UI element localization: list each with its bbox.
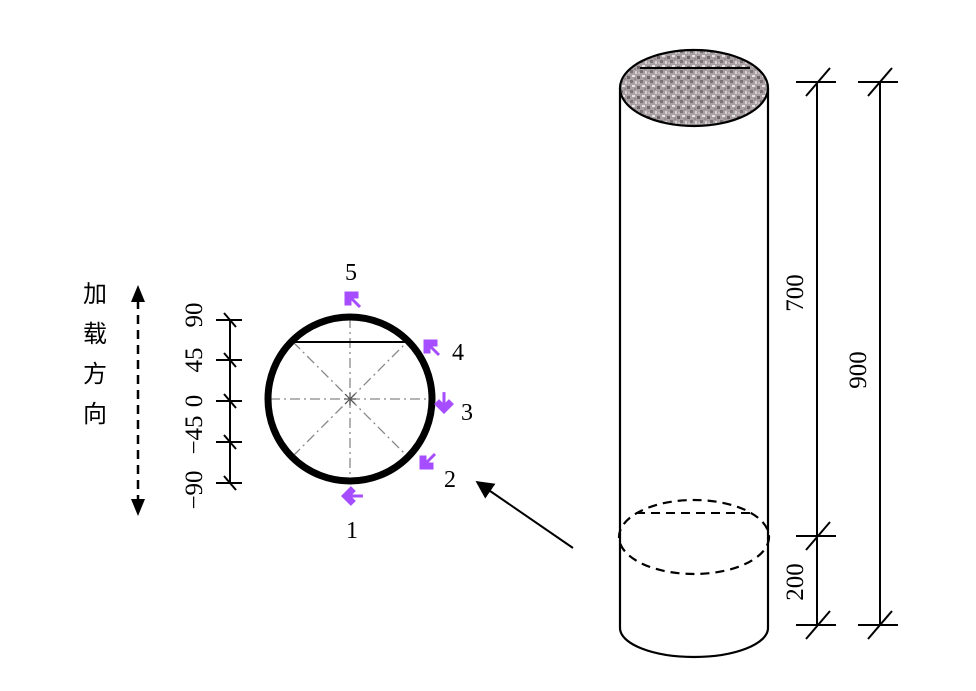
dimension-lines: 700 200 900 xyxy=(782,67,898,640)
angle-scale: −90 −45 0 45 90 xyxy=(181,303,242,510)
angle-label-90: 90 xyxy=(181,303,208,328)
loading-direction-char-3: 方 xyxy=(83,361,107,388)
section-leader-arrow xyxy=(475,480,574,549)
angle-label-neg45: −45 xyxy=(181,415,208,454)
gauge-label-4: 4 xyxy=(452,340,464,366)
loading-arrow-down-icon xyxy=(131,499,145,516)
angle-label-neg90: −90 xyxy=(181,470,208,509)
dimension-200-label: 200 xyxy=(782,563,809,601)
gauge-label-3: 3 xyxy=(461,400,473,426)
gauge-marker-3-icon xyxy=(434,392,454,415)
angle-label-45: 45 xyxy=(181,348,208,373)
center-mark-icon xyxy=(344,393,356,405)
cross-section xyxy=(264,313,436,485)
dimension-900-label: 900 xyxy=(845,351,872,389)
gauge-label-2: 2 xyxy=(444,467,456,493)
gauge-marker-4-icon xyxy=(423,339,441,357)
section-ellipse-dashed xyxy=(617,498,771,576)
dimension-700-label: 700 xyxy=(782,274,809,312)
cross-section-ring xyxy=(264,313,436,485)
loading-direction-char-2: 载 xyxy=(83,321,107,348)
loading-direction: 加 载 方 向 xyxy=(83,281,145,516)
gauge-label-1: 1 xyxy=(346,518,358,544)
loading-arrow-up-icon xyxy=(131,285,145,302)
gauge-marker-2-icon xyxy=(419,452,437,470)
cylinder-top-concrete xyxy=(618,48,770,128)
gauge-marker-1-icon xyxy=(340,486,363,506)
cylinder-body xyxy=(618,88,770,659)
gauge-marker-5-icon xyxy=(344,291,362,309)
loading-direction-char-1: 加 xyxy=(83,281,107,308)
cylinder-specimen xyxy=(617,48,771,659)
gauge-label-5: 5 xyxy=(345,260,357,286)
angle-label-0: 0 xyxy=(181,395,208,408)
angle-scale-ticks xyxy=(216,312,242,491)
gauge-markers: 1 2 3 4 5 xyxy=(340,260,473,544)
loading-direction-char-4: 向 xyxy=(83,401,107,428)
dimension-ticks xyxy=(796,67,898,640)
